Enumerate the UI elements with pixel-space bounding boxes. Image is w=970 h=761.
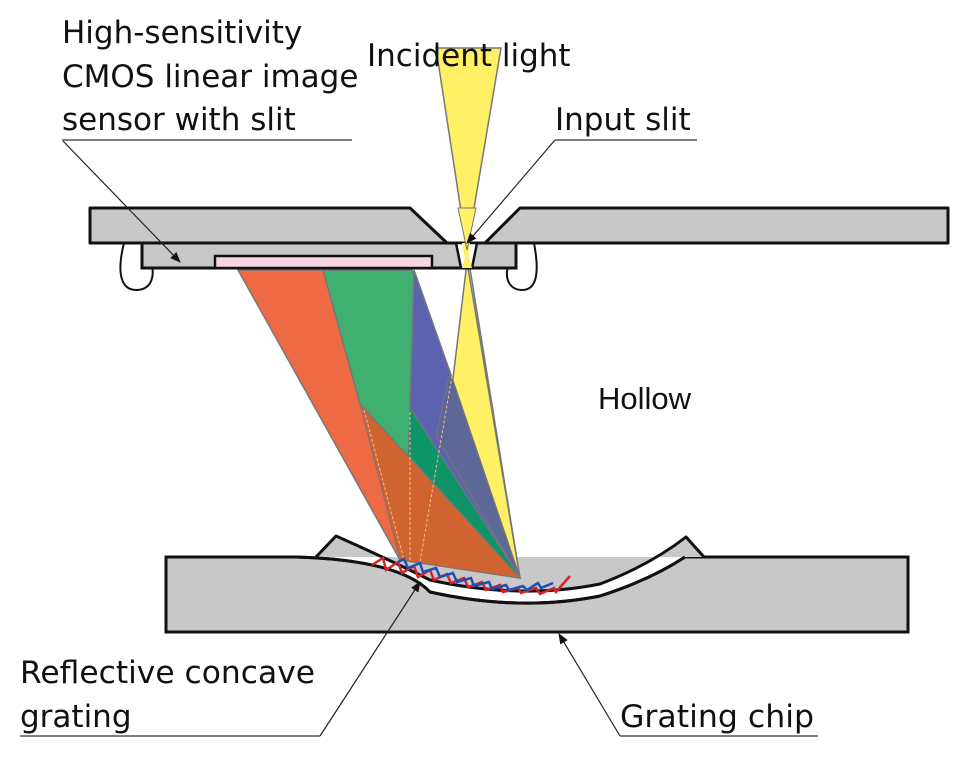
grating-chip-leader xyxy=(558,633,621,737)
sensor-label-line-3: sensor with slit xyxy=(62,102,296,138)
grating-surface-inner xyxy=(295,555,686,605)
incident-light-label: Incident light xyxy=(367,38,571,74)
beam-overlap-teal xyxy=(407,406,521,579)
top-assembly xyxy=(88,206,950,292)
top-plate-left xyxy=(88,206,449,245)
beam-ray-dashed-1 xyxy=(363,409,405,561)
sensor-label-line-2: CMOS linear image xyxy=(62,59,358,95)
incident-light-cone-upper xyxy=(435,47,502,251)
incident-light-in-gap xyxy=(457,207,477,251)
hollow-label: Hollow xyxy=(598,381,692,416)
input-slit-label: Input slit xyxy=(555,102,691,138)
grating-leader xyxy=(319,581,421,737)
sensor-label-line-1: High-sensitivity xyxy=(62,15,302,51)
slit-light-lower xyxy=(462,250,472,268)
light-beams xyxy=(236,47,522,579)
top-plate-right xyxy=(483,206,950,245)
beam-ray-dashed-3 xyxy=(419,375,453,563)
input-slit-leader xyxy=(466,139,556,244)
right-bond-wire xyxy=(505,242,538,292)
sensor-leader xyxy=(62,140,181,263)
grating-red-sawtooth xyxy=(371,556,571,596)
cmos-linear-image-sensor xyxy=(213,254,434,270)
beam-overlap-slate xyxy=(435,370,521,579)
grating-label-line-1: Reflective concave xyxy=(20,655,315,691)
left-bond-wire xyxy=(119,242,154,292)
labels: High-sensitivity CMOS linear image senso… xyxy=(20,15,814,735)
leader-lines xyxy=(20,139,818,737)
grating-chip-label: Grating chip xyxy=(620,699,814,735)
grating-teeth xyxy=(371,556,571,596)
grating-label-line-2: grating xyxy=(20,699,132,735)
grating-blue-sawtooth xyxy=(397,557,554,592)
